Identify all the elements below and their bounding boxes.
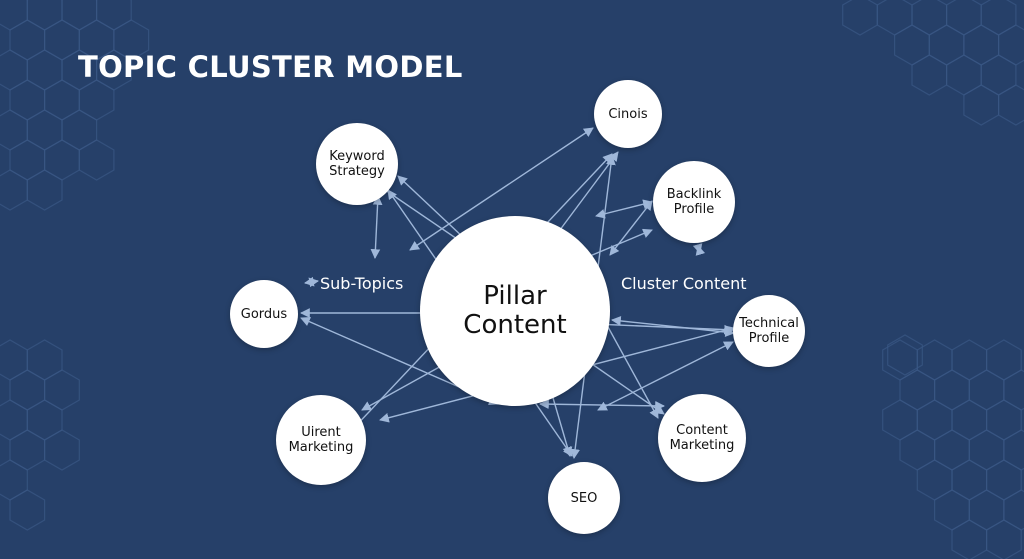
- technical-profile-node: Technical Profile: [733, 295, 805, 367]
- connector-arrow: [304, 276, 319, 288]
- pillar-content-label: Pillar Content: [463, 281, 567, 340]
- cinois-label: Cinois: [608, 106, 648, 122]
- seo-label: SEO: [570, 490, 598, 506]
- connector-arrow: [609, 200, 653, 256]
- content-marketing-node: Content Marketing: [658, 394, 746, 482]
- hexagon-shape: [43, 429, 80, 471]
- hexagon-shape: [26, 169, 63, 211]
- sub-topics-label: Sub-Topics: [320, 274, 404, 293]
- gordus-label: Gordus: [240, 306, 288, 322]
- diagram-title: TOPIC CLUSTER MODEL: [78, 50, 463, 84]
- connector-arrow: [595, 199, 653, 219]
- gordus-node: Gordus: [230, 280, 298, 348]
- connector-arrow: [539, 399, 665, 411]
- uirent-marketing-label: Uirent Marketing: [288, 425, 354, 455]
- technical-profile-label: Technical Profile: [739, 316, 799, 346]
- connector-arrow: [692, 243, 706, 256]
- hexagon-shape: [985, 519, 1022, 559]
- seo-node: SEO: [548, 462, 620, 534]
- hexagon-shape: [9, 489, 46, 531]
- connector-arrow: [370, 195, 383, 259]
- hexagon-shape: [78, 139, 115, 181]
- backlink-profile-label: Backlink Profile: [666, 187, 722, 217]
- keyword-strategy-node: Keyword Strategy: [316, 123, 398, 205]
- connector-arrow: [611, 316, 735, 337]
- pillar-content-node: Pillar Content: [420, 216, 610, 406]
- cinois-node: Cinois: [594, 80, 662, 148]
- backlink-profile-node: Backlink Profile: [653, 161, 735, 243]
- content-marketing-label: Content Marketing: [669, 423, 735, 453]
- uirent-marketing-node: Uirent Marketing: [276, 395, 366, 485]
- cluster-content-label: Cluster Content: [621, 274, 747, 293]
- hexagon-shape: [997, 84, 1024, 126]
- hexagon-shape: [887, 334, 923, 376]
- keyword-strategy-label: Keyword Strategy: [329, 149, 385, 179]
